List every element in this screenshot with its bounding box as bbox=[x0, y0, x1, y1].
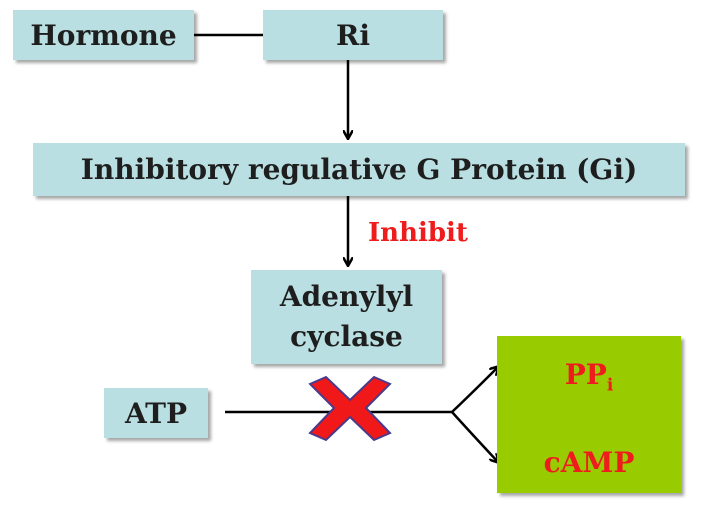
hormone-box: Hormone bbox=[13, 10, 194, 60]
adenylyl-label-line2: cyclase bbox=[290, 320, 403, 353]
ppi-label: PPi bbox=[497, 358, 681, 396]
receptor-ri-box: Ri bbox=[263, 10, 443, 60]
fork-to-camp-arrow bbox=[451, 411, 498, 462]
fork-to-ppi-arrow bbox=[451, 367, 498, 413]
ppi-main-text: PP bbox=[564, 358, 607, 391]
gi-label: Inhibitory regulative G Protein (Gi) bbox=[80, 153, 638, 186]
hormone-label: Hormone bbox=[30, 18, 177, 52]
adenylyl-label-line1: Adenylyl bbox=[279, 280, 414, 313]
atp-box: ATP bbox=[104, 388, 208, 438]
inhibit-label: Inhibit bbox=[368, 218, 468, 248]
block-x-icon bbox=[308, 375, 392, 442]
ri-label: Ri bbox=[336, 18, 370, 52]
products-box: PPi cAMP bbox=[497, 336, 681, 493]
atp-label: ATP bbox=[124, 396, 188, 430]
camp-label: cAMP bbox=[543, 446, 635, 479]
ppi-subscript: i bbox=[606, 375, 614, 396]
adenylyl-cyclase-box: Adenylyl cyclase bbox=[251, 270, 442, 364]
gi-protein-box: Inhibitory regulative G Protein (Gi) bbox=[33, 143, 685, 196]
